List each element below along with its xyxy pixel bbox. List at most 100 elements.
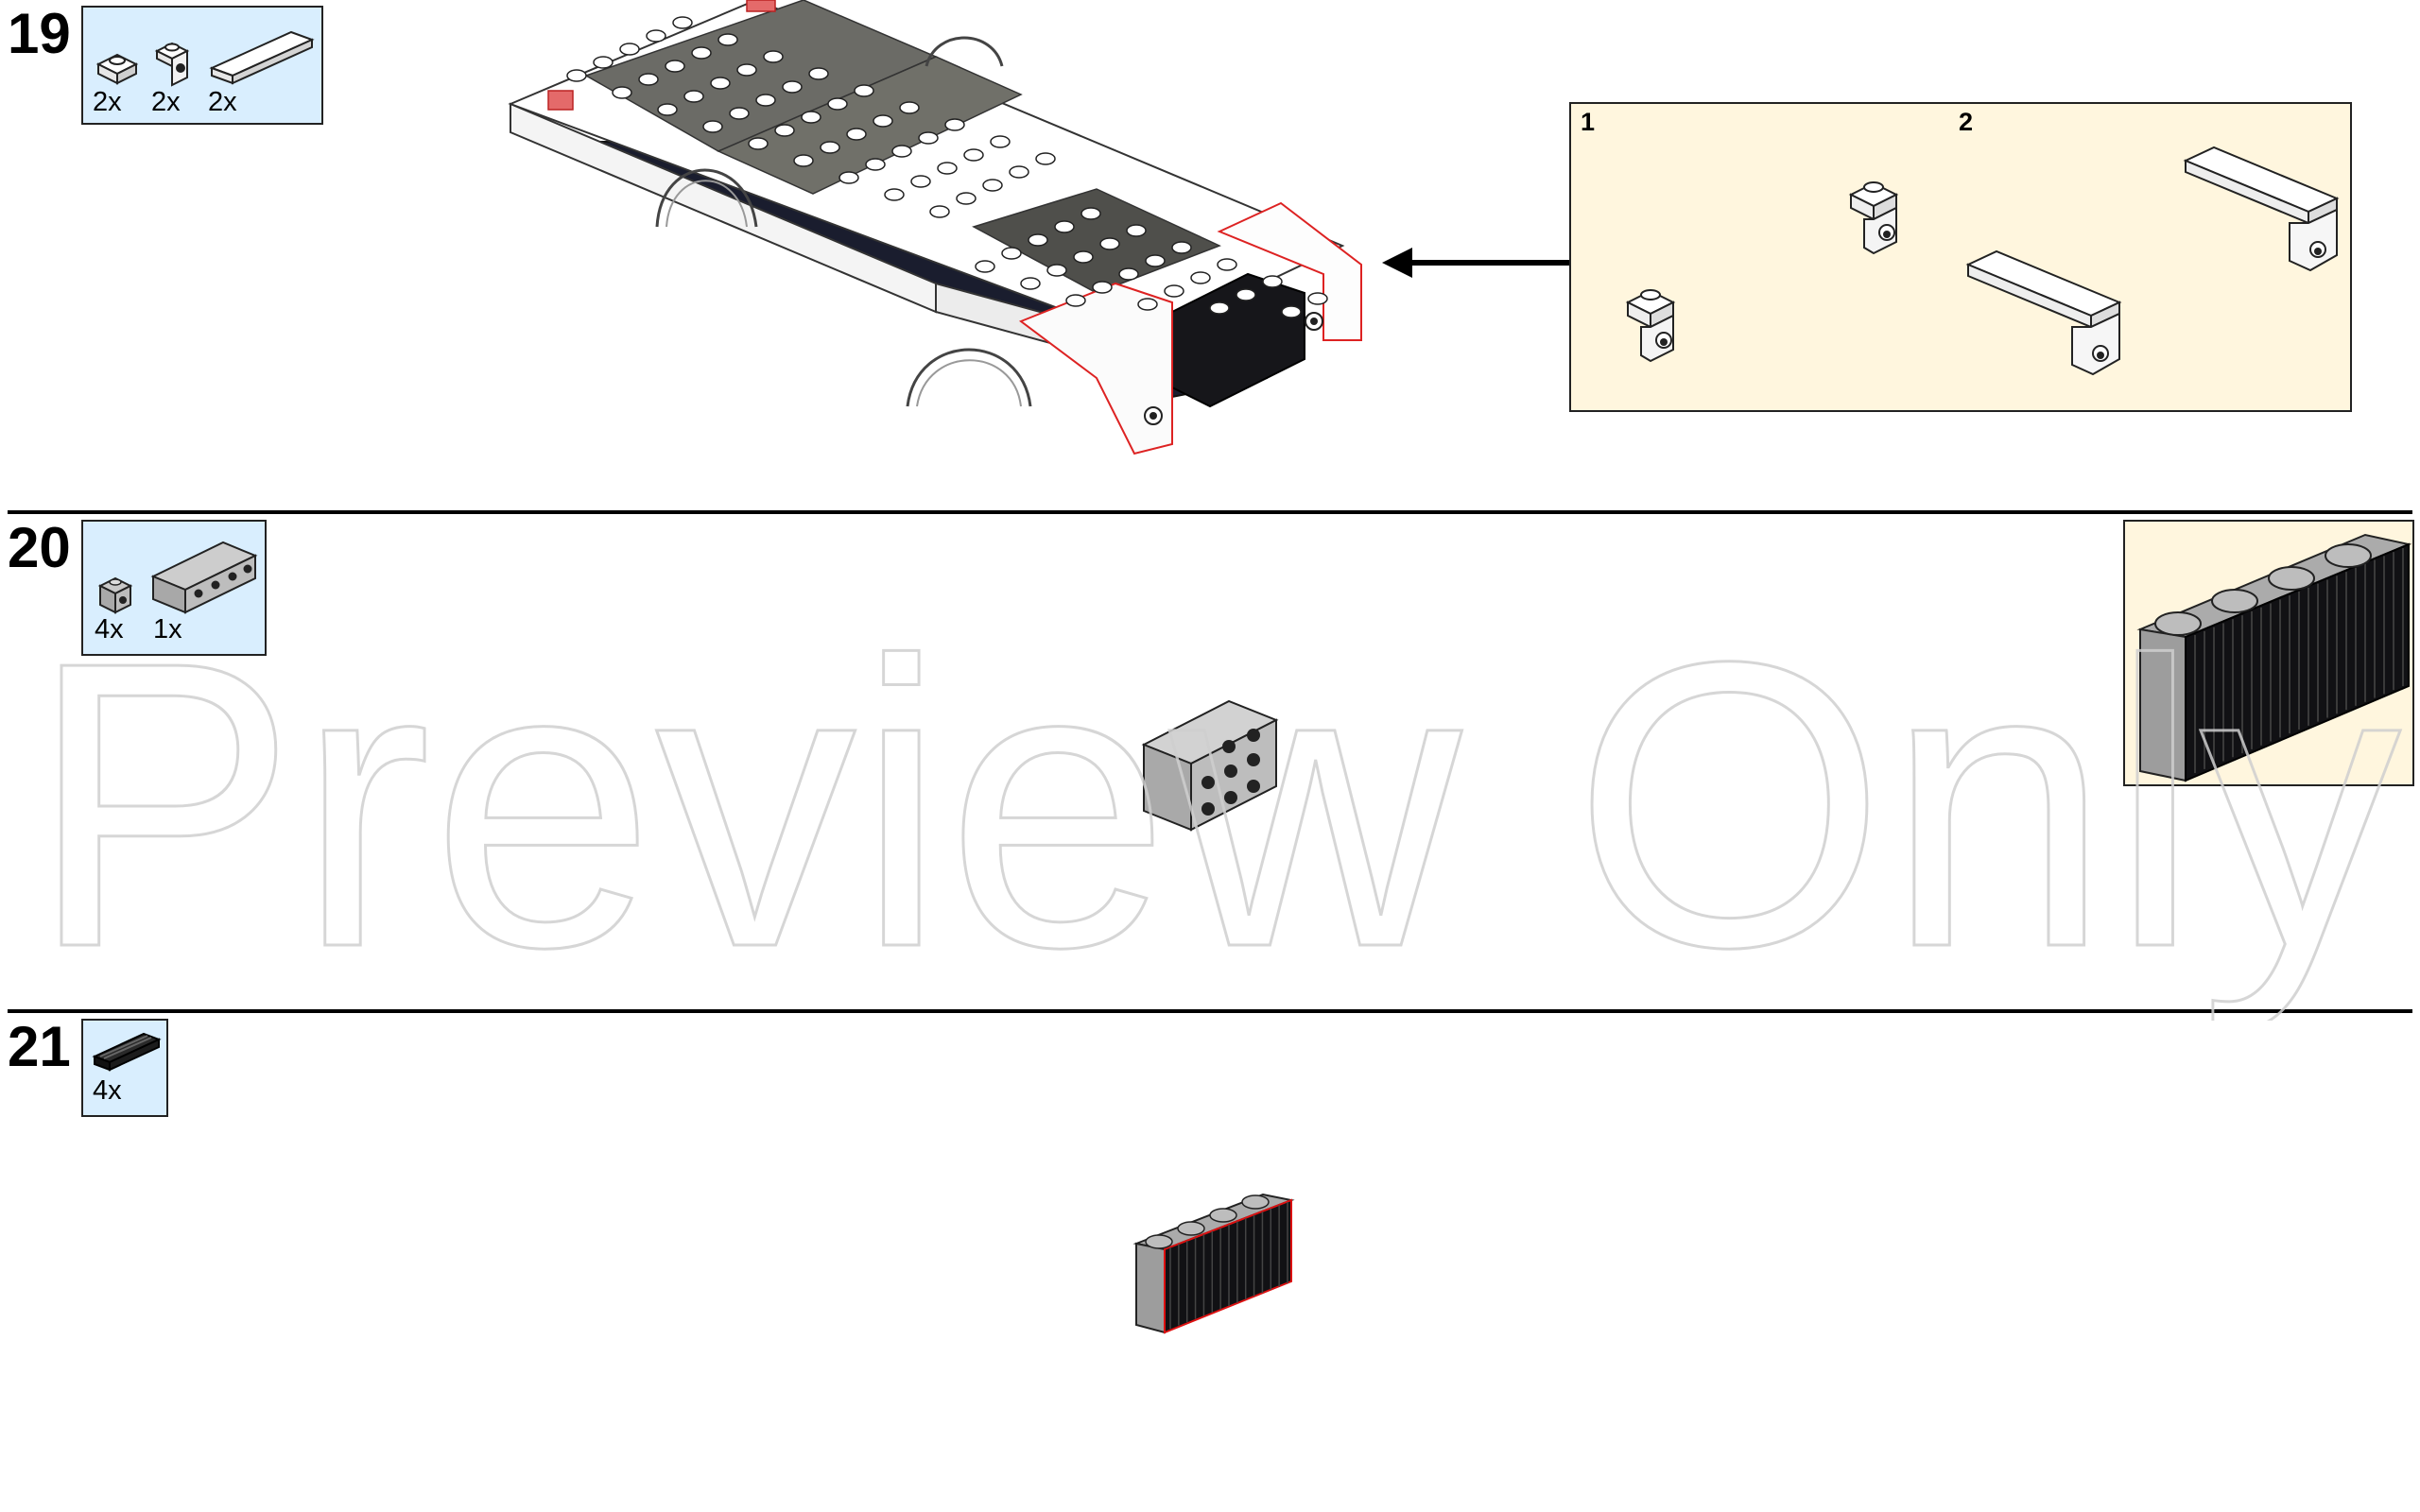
sub-step-number: 2 bbox=[1959, 108, 1974, 136]
stud bbox=[982, 179, 1003, 192]
part-quantity: 1x bbox=[153, 614, 182, 644]
stud bbox=[801, 111, 821, 124]
stud bbox=[827, 97, 848, 111]
stud bbox=[1236, 288, 1256, 301]
callout-arrow bbox=[1382, 248, 1575, 278]
stud bbox=[1190, 271, 1211, 284]
stud bbox=[710, 77, 731, 90]
stud bbox=[1137, 298, 1158, 311]
parts-list: 4x bbox=[81, 1019, 168, 1117]
step-divider bbox=[8, 510, 2412, 514]
stud bbox=[691, 46, 712, 60]
stud bbox=[1281, 305, 1302, 318]
stud bbox=[873, 114, 893, 128]
grille-brick-assembly-model bbox=[1132, 1193, 1295, 1334]
stud bbox=[672, 16, 693, 29]
stud bbox=[1080, 207, 1101, 220]
stud bbox=[1099, 237, 1120, 250]
step-number: 21 bbox=[8, 1015, 71, 1078]
stud bbox=[1262, 275, 1283, 288]
stud bbox=[665, 60, 685, 73]
stud bbox=[619, 43, 640, 56]
stud bbox=[774, 124, 795, 137]
white-tile-1x4-icon bbox=[209, 30, 315, 85]
stud bbox=[1164, 284, 1184, 298]
stud bbox=[1035, 152, 1056, 165]
stud bbox=[1145, 254, 1166, 267]
stud bbox=[1020, 277, 1041, 290]
parts-list: 2x 2x 2x bbox=[81, 6, 323, 125]
stud bbox=[717, 33, 738, 46]
stud bbox=[929, 205, 950, 218]
black-grille-assembly-icon bbox=[2136, 533, 2412, 782]
tile-on-bracket-icon bbox=[1965, 249, 2122, 376]
part-quantity: 4x bbox=[93, 1075, 122, 1106]
stud bbox=[702, 120, 723, 133]
part-quantity: 2x bbox=[151, 87, 181, 117]
stud bbox=[748, 137, 769, 150]
stud bbox=[1171, 241, 1192, 254]
stud bbox=[956, 192, 977, 205]
stud bbox=[1118, 267, 1139, 281]
stud bbox=[1092, 281, 1113, 294]
part-quantity: 2x bbox=[93, 87, 122, 117]
grille-preview-callout bbox=[2123, 520, 2414, 786]
part-quantity: 2x bbox=[208, 87, 237, 117]
stud bbox=[782, 80, 803, 94]
stud bbox=[820, 141, 840, 154]
stud bbox=[1126, 224, 1147, 237]
stud bbox=[736, 63, 757, 77]
stud bbox=[657, 103, 678, 116]
part-quantity: 4x bbox=[95, 614, 124, 644]
stud bbox=[1065, 294, 1086, 307]
bracket-with-plate-icon bbox=[1848, 181, 1899, 255]
stud bbox=[683, 90, 704, 103]
sub-assembly-callout: 1 2 bbox=[1569, 102, 2352, 412]
stud bbox=[1009, 165, 1029, 179]
stud bbox=[838, 171, 859, 184]
stud bbox=[1001, 247, 1022, 260]
tile-on-bracket-icon bbox=[2183, 146, 2340, 272]
gray-brick-1x4-stud-side-icon bbox=[150, 541, 258, 614]
gray-brick-assembly-model bbox=[1141, 699, 1279, 832]
white-plate-1x1-clip-icon bbox=[95, 53, 139, 85]
step-number: 20 bbox=[8, 516, 71, 579]
stud bbox=[990, 135, 1011, 148]
stud bbox=[566, 69, 587, 82]
step-number: 19 bbox=[8, 2, 71, 65]
stud bbox=[1054, 220, 1075, 233]
stud bbox=[975, 260, 995, 273]
white-bracket-1x1-icon bbox=[154, 42, 190, 87]
stud bbox=[729, 107, 750, 120]
stud bbox=[808, 67, 829, 80]
stud bbox=[1073, 250, 1094, 264]
bracket-with-plate-icon bbox=[1625, 289, 1676, 363]
stud bbox=[593, 56, 614, 69]
stud bbox=[944, 118, 965, 131]
stud bbox=[910, 175, 931, 188]
stud bbox=[891, 145, 912, 158]
stud bbox=[755, 94, 776, 107]
car-chassis-model bbox=[508, 0, 1362, 455]
stud bbox=[854, 84, 874, 97]
stud bbox=[793, 154, 814, 167]
stud bbox=[1217, 258, 1237, 271]
stud bbox=[1307, 292, 1328, 305]
stud bbox=[865, 158, 886, 171]
stud bbox=[1209, 301, 1230, 315]
sub-step-number: 1 bbox=[1581, 108, 1596, 136]
gray-brick-1x1-stud-side-icon bbox=[97, 576, 133, 614]
parts-list: 4x 1x bbox=[81, 520, 267, 656]
stud bbox=[763, 50, 784, 63]
stud bbox=[846, 128, 867, 141]
step-divider bbox=[8, 1009, 2412, 1013]
stud bbox=[884, 188, 905, 201]
stud bbox=[612, 86, 632, 99]
stud bbox=[963, 148, 984, 162]
stud bbox=[899, 101, 920, 114]
black-grille-tile-icon bbox=[92, 1032, 162, 1072]
stud bbox=[918, 131, 939, 145]
stud bbox=[937, 162, 958, 175]
stud bbox=[1046, 264, 1067, 277]
stud bbox=[646, 29, 666, 43]
